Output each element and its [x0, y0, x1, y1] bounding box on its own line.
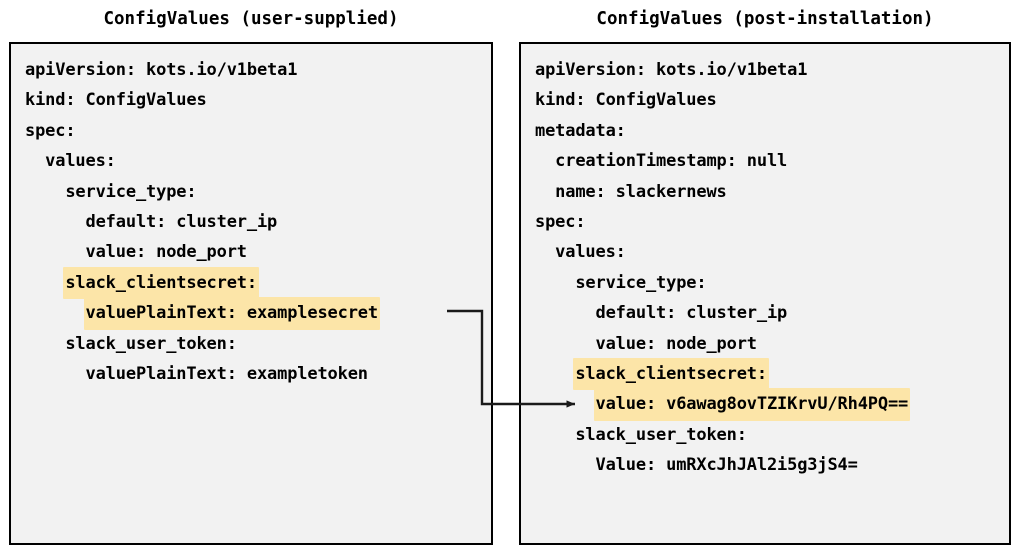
- yaml-line: valuePlainText: examplesecret: [23, 297, 491, 330]
- config-panel-post-installation: apiVersion: kots.io/v1beta1 kind: ConfigV…: [519, 42, 1011, 545]
- yaml-text: kind: ConfigValues: [535, 90, 717, 111]
- yaml-text: Value: umRXcJhJAl2i5g3jS4=: [595, 455, 858, 476]
- yaml-line: slack_clientsecret:: [533, 357, 1009, 391]
- yaml-line: Value: umRXcJhJAl2i5g3jS4=: [533, 449, 1009, 479]
- config-panel-user-supplied: apiVersion: kots.io/v1beta1 kind: ConfigV…: [9, 42, 493, 545]
- yaml-text: kind: ConfigValues: [25, 90, 207, 111]
- yaml-text: apiVersion: kots.io/v1beta1: [25, 60, 298, 80]
- yaml-indent: [533, 455, 594, 475]
- yaml-text: name: slackernews: [555, 181, 727, 202]
- yaml-indent: [533, 303, 594, 323]
- yaml-indent: [533, 334, 594, 354]
- yaml-line: default: cluster_ip: [533, 297, 1009, 327]
- yaml-text: value: node_port: [595, 333, 758, 354]
- yaml-code-user-supplied: apiVersion: kots.io/v1beta1 kind: ConfigV…: [23, 54, 491, 543]
- yaml-indent: [533, 182, 553, 202]
- yaml-indent: [533, 394, 594, 414]
- yaml-text-highlighted: slack_clientsecret:: [63, 266, 259, 300]
- yaml-text: slack_user_token:: [65, 333, 237, 354]
- yaml-line: spec:: [533, 206, 1009, 236]
- yaml-indent: [23, 242, 84, 262]
- yaml-text: slack_user_token:: [575, 424, 747, 445]
- yaml-line: value: v6awag8ovTZIKrvU/Rh4PQ==: [533, 388, 1009, 421]
- yaml-line: spec:: [23, 115, 491, 145]
- yaml-text: spec:: [25, 120, 76, 141]
- yaml-line: valuePlainText: exampletoken: [23, 358, 491, 388]
- yaml-line: apiVersion: kots.io/v1beta1: [23, 54, 491, 84]
- yaml-line: value: node_port: [533, 328, 1009, 358]
- yaml-indent: [533, 364, 573, 384]
- yaml-line: service_type:: [533, 267, 1009, 297]
- yaml-indent: [533, 242, 553, 262]
- yaml-line: value: node_port: [23, 236, 491, 266]
- yaml-line: slack_user_token:: [23, 328, 491, 358]
- yaml-text: values:: [555, 242, 626, 263]
- yaml-line: slack_user_token:: [533, 419, 1009, 449]
- yaml-indent: [23, 334, 63, 354]
- yaml-indent: [533, 151, 553, 171]
- yaml-indent: [23, 151, 43, 171]
- yaml-line: values:: [533, 236, 1009, 266]
- yaml-text: values:: [45, 151, 116, 172]
- yaml-text: service_type:: [575, 272, 707, 293]
- yaml-text-highlighted: valuePlainText: examplesecret: [83, 297, 380, 330]
- yaml-text: creationTimestamp: null: [555, 151, 788, 172]
- panel-title-post-installation: ConfigValues (post-installation): [596, 9, 934, 29]
- yaml-line: kind: ConfigValues: [533, 84, 1009, 114]
- panel-title-user-supplied: ConfigValues (user-supplied): [103, 9, 399, 29]
- yaml-indent: [533, 273, 573, 293]
- yaml-text: value: node_port: [85, 242, 248, 263]
- yaml-text: default: cluster_ip: [85, 211, 278, 232]
- yaml-text: default: cluster_ip: [595, 303, 788, 324]
- yaml-line: metadata:: [533, 115, 1009, 145]
- yaml-line: slack_clientsecret:: [23, 266, 491, 300]
- yaml-indent: [23, 273, 63, 293]
- yaml-text: metadata:: [535, 120, 626, 141]
- yaml-text: valuePlainText: exampletoken: [85, 363, 369, 384]
- yaml-indent: [23, 212, 84, 232]
- yaml-line: creationTimestamp: null: [533, 145, 1009, 175]
- yaml-line: service_type:: [23, 176, 491, 206]
- yaml-indent: [23, 303, 84, 323]
- yaml-text: apiVersion: kots.io/v1beta1: [535, 60, 808, 80]
- yaml-line: kind: ConfigValues: [23, 84, 491, 114]
- yaml-text-highlighted: slack_clientsecret:: [573, 357, 769, 391]
- yaml-code-post-installation: apiVersion: kots.io/v1beta1 kind: ConfigV…: [533, 54, 1009, 543]
- yaml-line: name: slackernews: [533, 176, 1009, 206]
- yaml-indent: [533, 425, 573, 445]
- yaml-text-highlighted: value: v6awag8ovTZIKrvU/Rh4PQ==: [593, 388, 911, 421]
- yaml-indent: [23, 182, 63, 202]
- yaml-indent: [23, 364, 84, 384]
- yaml-line: values:: [23, 145, 491, 175]
- yaml-line: apiVersion: kots.io/v1beta1: [533, 54, 1009, 84]
- yaml-text: service_type:: [65, 181, 197, 202]
- yaml-line: default: cluster_ip: [23, 206, 491, 236]
- yaml-text: spec:: [535, 211, 586, 232]
